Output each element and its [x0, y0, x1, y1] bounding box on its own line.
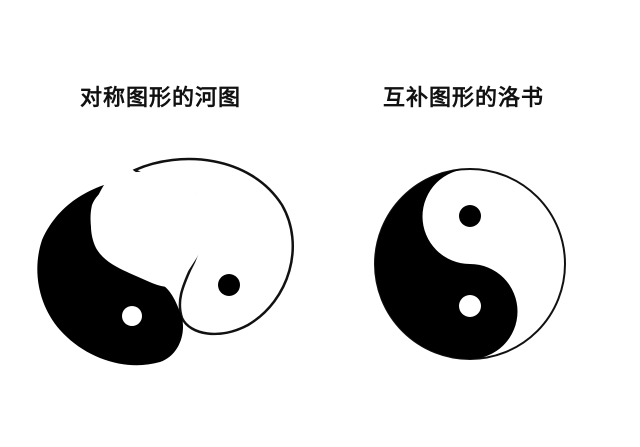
hetu-title: 对称图形的河图 — [80, 86, 242, 111]
hetu-figure — [37, 157, 295, 366]
hetu-white-dot — [122, 306, 142, 326]
luoshu-white-dot — [459, 295, 481, 317]
luoshu-figure — [374, 168, 566, 360]
hetu-black-half — [37, 178, 184, 366]
luoshu-black-half — [375, 169, 518, 359]
hetu-black-dot — [218, 274, 240, 296]
luoshu-black-dot — [459, 205, 481, 227]
hetu-white-blob — [90, 171, 206, 288]
luoshu-title: 互补图形的洛书 — [383, 86, 545, 111]
